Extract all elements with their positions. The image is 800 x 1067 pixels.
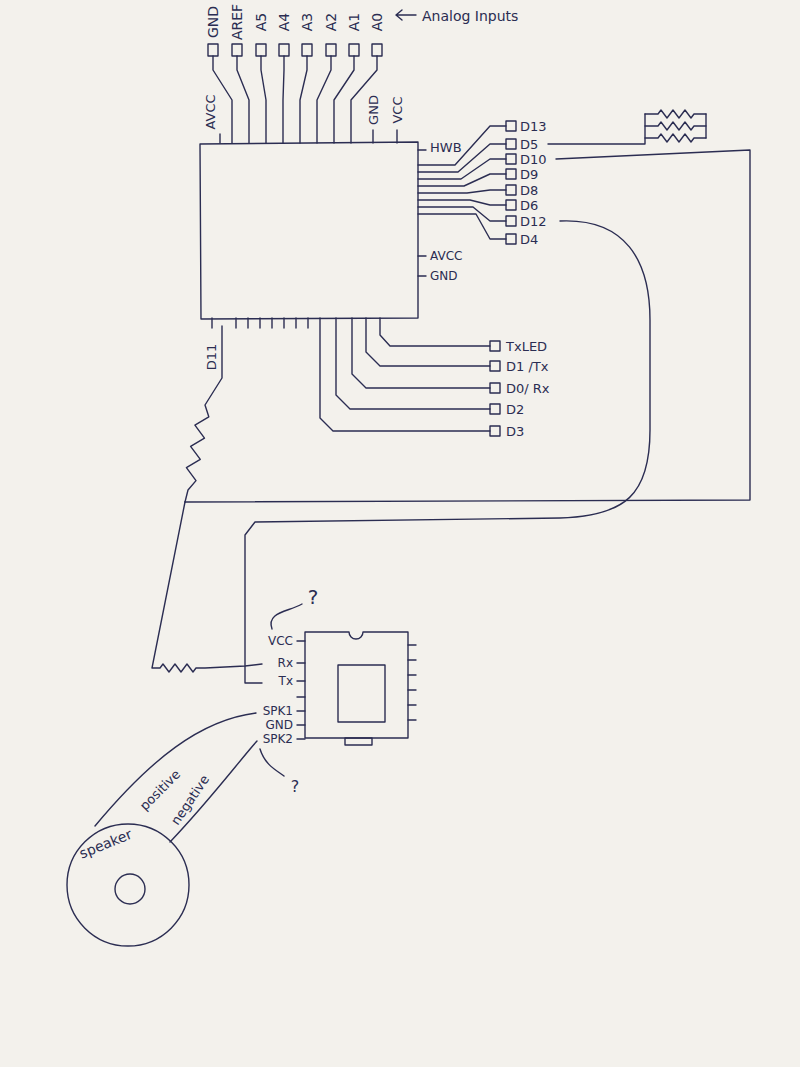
microcontroller-chip (200, 142, 418, 319)
pin-label: D0/ Rx (506, 382, 550, 395)
pin-label: A2 (324, 13, 338, 31)
pin-label: GND (206, 6, 220, 38)
resistor-symbol (185, 326, 222, 502)
pin-label: Tx (279, 675, 293, 687)
pin-label: D9 (520, 168, 538, 181)
pin-label: A5 (254, 13, 268, 31)
pin-label: D3 (506, 425, 524, 438)
pointer-arrow (396, 10, 416, 20)
pin-label: D11 (205, 344, 218, 371)
question-mark: ? (308, 587, 319, 607)
speaker-circle: speaker (66, 823, 190, 947)
pin-label: A1 (347, 13, 361, 31)
question-mark: ? (291, 779, 300, 795)
pin-label: A4 (277, 13, 291, 31)
leader-line (271, 604, 302, 629)
wire (245, 221, 650, 683)
pin-label: SPK1 (263, 705, 293, 717)
pin-label: AVCC (204, 94, 217, 129)
note-label: Analog Inputs (422, 9, 518, 23)
pin-label: VCC (391, 96, 404, 123)
pin-label: D12 (520, 215, 547, 228)
pin-label: D2 (506, 403, 524, 416)
sound-module (297, 632, 416, 745)
wire (185, 150, 750, 502)
pin-label: A0 (370, 13, 384, 31)
pin-label: A3 (300, 13, 314, 31)
pin-label: D4 (520, 233, 538, 246)
pin-label: SPK2 (263, 733, 293, 745)
leader-line (260, 749, 284, 776)
pin-label: D6 (520, 199, 538, 212)
pin-label: D13 (520, 120, 547, 133)
pin-label: D5 (520, 138, 538, 151)
bottom-pins (212, 318, 500, 436)
top-pins (208, 44, 397, 143)
pin-label: AVCC (430, 250, 462, 262)
pin-label: D10 (520, 153, 547, 166)
pin-label: VCC (268, 635, 293, 647)
resistor-symbol (548, 110, 706, 144)
pin-label: D8 (520, 184, 538, 197)
pin-label: GND (430, 270, 458, 282)
pin-label: GND (367, 95, 380, 125)
node-label: speaker (77, 827, 134, 861)
pin-label: TxLED (506, 340, 547, 353)
pin-label: Rx (278, 657, 293, 669)
wire (170, 741, 257, 842)
pin-label: HWB (430, 141, 462, 154)
pin-label: GND (265, 719, 293, 731)
right-pins (418, 121, 516, 276)
pin-label: D1 /Tx (506, 360, 548, 373)
pin-label: AREF (230, 4, 244, 40)
